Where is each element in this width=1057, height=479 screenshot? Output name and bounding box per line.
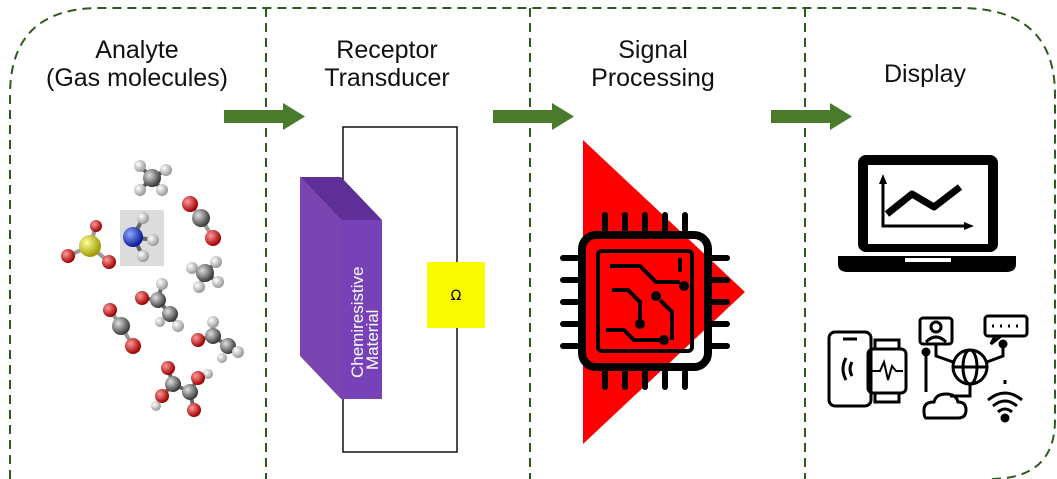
stage-3-title-line1: Signal <box>618 36 688 64</box>
methane-molecule-1 <box>134 160 172 196</box>
acetone-molecule <box>191 316 244 363</box>
chip-icon <box>560 212 730 390</box>
material-front <box>300 177 341 399</box>
signal-triangle <box>583 140 745 444</box>
oxalic-acid-molecule <box>151 361 213 417</box>
carbon-monoxide-molecule-2 <box>103 303 141 354</box>
carbon-monoxide-molecule-1 <box>182 196 221 246</box>
stage-2-title-line1: Receptor <box>336 36 437 64</box>
sulfur-dioxide-molecule <box>61 220 116 269</box>
material-label-line1: Chemiresistive <box>348 267 367 378</box>
material-label-line2: Material <box>363 310 382 370</box>
smartphone-smartwatch-icon <box>827 330 908 408</box>
arrow-1 <box>224 103 305 130</box>
ammonia-molecule <box>120 210 164 266</box>
chemiresistive-material-block <box>300 177 382 399</box>
material-top <box>300 177 382 220</box>
ethanol-molecule <box>135 278 184 332</box>
stage-3-title-line2: Processing <box>591 64 715 92</box>
arrow-2 <box>493 103 574 130</box>
stage-1-title-line2: (Gas molecules) <box>46 64 228 92</box>
methane-molecule-2 <box>186 256 224 293</box>
outer-dashed-border <box>9 7 1056 479</box>
stage-2-title-line2: Transducer <box>324 64 450 92</box>
molecules <box>61 160 244 417</box>
network-user-cloud-wifi-icon <box>918 314 1029 423</box>
stage-4-title: Display <box>884 60 966 88</box>
arrow-3 <box>771 103 852 130</box>
laptop-chart-icon <box>838 155 1016 272</box>
stage-1-title-line1: Analyte <box>95 36 178 64</box>
ohmmeter: Ω <box>427 262 485 328</box>
ohm-symbol: Ω <box>451 288 462 304</box>
